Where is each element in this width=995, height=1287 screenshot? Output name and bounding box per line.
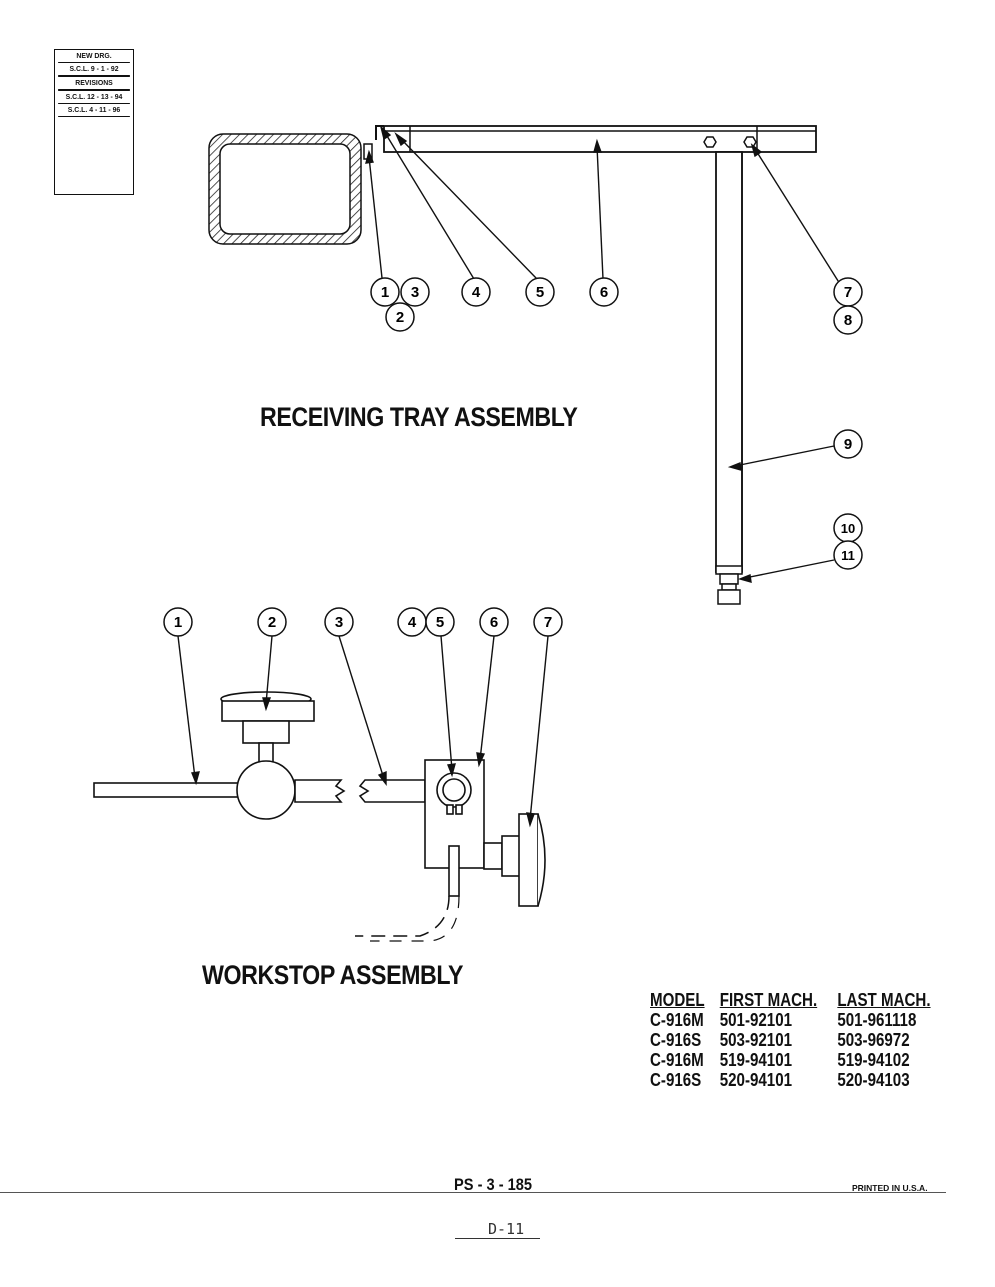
model-cell: C-916S — [650, 1030, 702, 1050]
table-row: C-916S 520-94101 520-94103 — [650, 1070, 955, 1090]
tray-callout-3: 3 — [400, 277, 430, 307]
model-table: MODEL FIRST MACH. LAST MACH. C-916M 501-… — [650, 990, 955, 1090]
header-model: MODEL — [650, 990, 705, 1010]
header-last-mach: LAST MACH. — [837, 990, 931, 1010]
svg-text:4: 4 — [472, 284, 481, 301]
header-first-mach: FIRST MACH. — [719, 990, 818, 1010]
svg-text:1: 1 — [381, 284, 389, 301]
svg-text:2: 2 — [396, 309, 404, 326]
new-drawing-value: S.C.L. 9 - 1 - 92 — [58, 63, 130, 77]
first-mach-cell: 519-94101 — [719, 1050, 793, 1070]
last-mach-cell: 519-94102 — [837, 1050, 910, 1070]
tray-callout-1: 1 — [370, 277, 400, 307]
svg-text:1: 1 — [174, 614, 182, 631]
first-mach-cell: 503-92101 — [719, 1030, 793, 1050]
tray-callout-6: 6 — [589, 277, 619, 307]
svg-text:2: 2 — [268, 614, 276, 631]
model-cell: C-916M — [650, 1050, 704, 1070]
page-number-rule — [455, 1238, 540, 1239]
first-mach-cell: 501-92101 — [719, 1010, 793, 1030]
workstop-callout-2: 2 — [257, 607, 287, 637]
workstop-callout-1: 1 — [163, 607, 193, 637]
model-cell: C-916S — [650, 1070, 702, 1090]
svg-text:3: 3 — [411, 284, 419, 301]
tray-callout-8: 8 — [833, 305, 863, 335]
model-table-header: MODEL FIRST MACH. LAST MACH. — [650, 990, 955, 1010]
page-number: D-11 — [488, 1220, 525, 1238]
tray-callout-2: 2 — [385, 302, 415, 332]
workstop-drawing — [93, 691, 546, 907]
workstop-callout-4: 4 — [397, 607, 427, 637]
workstop-ball — [236, 760, 296, 820]
revisions-label: REVISIONS — [58, 77, 130, 91]
workstop-callout-5: 5 — [425, 607, 455, 637]
footer-rule — [0, 1192, 946, 1193]
tray-callout-10: 10 — [833, 513, 863, 543]
svg-text:10: 10 — [841, 521, 855, 536]
receiving-tray-title: RECEIVING TRAY ASSEMBLY — [260, 402, 578, 432]
new-drawing-label: NEW DRG. — [58, 50, 130, 63]
svg-text:4: 4 — [408, 614, 417, 631]
revision-entry-1: S.C.L. 12 - 13 - 94 — [58, 91, 130, 104]
leveling-foot — [717, 589, 741, 605]
revision-entry-2: S.C.L. 4 - 11 - 96 — [58, 104, 130, 117]
workstop-callouts: 1 2 3 4 5 6 7 — [163, 607, 563, 637]
tray-callout-9: 9 — [833, 429, 863, 459]
tray-callout-7: 7 — [833, 277, 863, 307]
last-mach-cell: 520-94103 — [837, 1070, 910, 1090]
tray-callout-4: 4 — [461, 277, 491, 307]
svg-text:6: 6 — [600, 284, 608, 301]
svg-text:3: 3 — [335, 614, 343, 631]
workstop-leaders — [177, 635, 549, 828]
svg-text:11: 11 — [841, 548, 855, 563]
receiving-tray-drawing — [208, 125, 817, 605]
printed-in-usa: PRINTED IN U.S.A. — [852, 1183, 928, 1193]
workstop-callout-3: 3 — [324, 607, 354, 637]
svg-text:7: 7 — [544, 614, 552, 631]
svg-text:5: 5 — [536, 284, 544, 301]
svg-text:6: 6 — [490, 614, 498, 631]
receiving-tray-callouts: 1 3 2 4 5 6 7 8 9 10 11 — [370, 277, 863, 570]
workstop-callout-6: 6 — [479, 607, 509, 637]
svg-text:8: 8 — [844, 312, 852, 329]
last-mach-cell: 501-961118 — [837, 1010, 917, 1030]
table-row: C-916S 503-92101 503-96972 — [650, 1030, 955, 1050]
table-row: C-916M 501-92101 501-961118 — [650, 1010, 955, 1030]
revision-block: NEW DRG. S.C.L. 9 - 1 - 92 REVISIONS S.C… — [54, 49, 134, 195]
workstop-stop-rod-dashed — [355, 895, 450, 937]
svg-text:9: 9 — [844, 436, 852, 453]
svg-text:7: 7 — [844, 284, 852, 301]
svg-text:5: 5 — [436, 614, 444, 631]
tray-callout-11: 11 — [833, 540, 863, 570]
workstop-title: WORKSTOP ASSEMBLY — [202, 960, 464, 990]
last-mach-cell: 503-96972 — [837, 1030, 910, 1050]
tray-leg — [715, 151, 743, 573]
table-row: C-916M 519-94101 519-94102 — [650, 1050, 955, 1070]
model-cell: C-916M — [650, 1010, 704, 1030]
page-code: PS - 3 - 185 — [454, 1175, 533, 1194]
receiving-tray-leaders — [365, 124, 841, 583]
workstop-callout-7: 7 — [533, 607, 563, 637]
first-mach-cell: 520-94101 — [719, 1070, 793, 1090]
tray-callout-5: 5 — [525, 277, 555, 307]
